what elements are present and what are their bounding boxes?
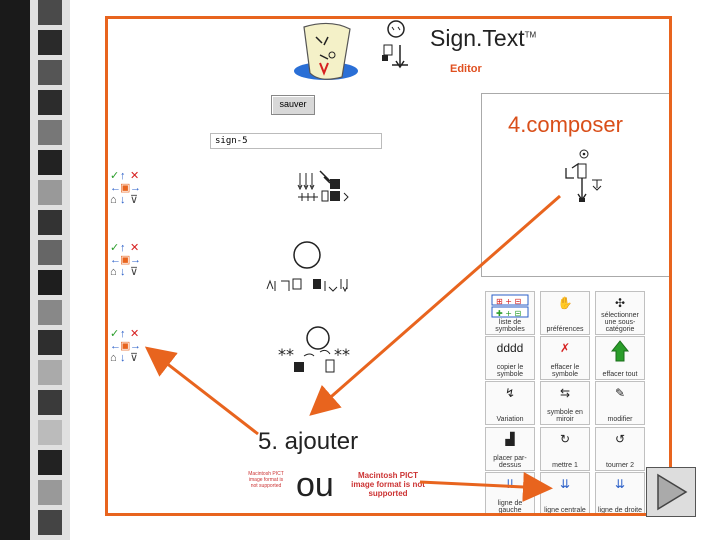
hand-left-icon[interactable]: ⌂ bbox=[110, 266, 117, 278]
tool-rotate-2[interactable]: ↺ tourner 2 bbox=[595, 427, 645, 471]
center-line-icon: ⇊ bbox=[559, 477, 571, 491]
hand-right-icon[interactable]: ⊽ bbox=[130, 352, 139, 364]
symbol-list-icon: ⊞ + ⊟ ✚ + ⊟ bbox=[491, 294, 529, 318]
center-icon[interactable]: ▣ bbox=[120, 254, 131, 266]
subcategory-icon: ✣ bbox=[614, 296, 626, 310]
tool-select-subcategory[interactable]: ✣ sélectionner une sous-catégorie bbox=[595, 291, 645, 335]
arrow-pict-to-center-line bbox=[419, 472, 553, 502]
play-button[interactable] bbox=[646, 467, 696, 517]
cross-icon[interactable]: ✕ bbox=[130, 328, 140, 340]
arrow-up-icon[interactable]: ↑ bbox=[120, 170, 126, 182]
arrow-composer-to-ajouter bbox=[309, 194, 561, 416]
play-triangle-icon bbox=[657, 473, 688, 511]
arrow-up-icon[interactable]: ↑ bbox=[120, 328, 126, 340]
sign-symbol-icon bbox=[382, 20, 408, 69]
tool-mirror-symbol[interactable]: ⇆ symbole en miroir bbox=[540, 381, 590, 425]
arrow-down-icon[interactable]: ↓ bbox=[120, 194, 126, 206]
left-stripe bbox=[0, 0, 70, 540]
variation-icon: ↯ bbox=[504, 386, 516, 400]
erase-symbol-icon: ✗ bbox=[559, 341, 571, 355]
composer-sign-icon[interactable] bbox=[562, 148, 612, 208]
modify-icon: ✎ bbox=[614, 386, 626, 400]
tool-symbol-list[interactable]: ⊞ + ⊟ ✚ + ⊟ liste de symboles bbox=[485, 291, 535, 335]
preferences-icon: ✋ bbox=[557, 296, 573, 310]
erase-all-icon bbox=[610, 340, 630, 362]
save-button[interactable]: sauver bbox=[271, 95, 315, 115]
tool-place-on-top[interactable]: ▟ placer par-dessus bbox=[485, 427, 535, 471]
sign-controls-3[interactable]: ✓ ↑ ✕ ← ▣ → ⌂ ↓ ⊽ bbox=[110, 329, 142, 369]
composer-title: 4.composer bbox=[508, 112, 623, 137]
arrow-right-icon[interactable]: → bbox=[130, 254, 141, 266]
tool-rotate-1[interactable]: ↻ mettre 1 bbox=[540, 427, 590, 471]
check-icon[interactable]: ✓ bbox=[110, 328, 120, 340]
hand-left-icon[interactable]: ⌂ bbox=[110, 352, 117, 364]
center-icon[interactable]: ▣ bbox=[120, 182, 131, 194]
arrow-left-icon[interactable]: ← bbox=[110, 182, 121, 194]
svg-text:✚ + ⊟: ✚ + ⊟ bbox=[496, 309, 521, 318]
sign-symbol-2-icon[interactable] bbox=[263, 241, 363, 303]
rotate-2-icon: ↺ bbox=[614, 432, 626, 446]
tool-variation[interactable]: ↯ Variation bbox=[485, 381, 535, 425]
arrow-left-icon[interactable]: ← bbox=[110, 340, 121, 352]
svg-text:**: ** bbox=[334, 345, 350, 364]
check-icon[interactable]: ✓ bbox=[110, 242, 120, 254]
arrow-ajouter-to-controls bbox=[144, 346, 259, 436]
rotate-1-icon: ↻ bbox=[559, 432, 571, 446]
tool-preferences[interactable]: ✋ préférences bbox=[540, 291, 590, 335]
arrow-left-icon[interactable]: ← bbox=[110, 254, 121, 266]
mirror-icon: ⇆ bbox=[559, 386, 571, 400]
tool-modify[interactable]: ✎ modifier bbox=[595, 381, 645, 425]
sign-name-input[interactable]: sign-5 bbox=[210, 133, 382, 149]
tool-erase-symbol[interactable]: ✗ effacer le symbole bbox=[540, 336, 590, 380]
arrow-down-icon[interactable]: ↓ bbox=[120, 266, 126, 278]
arrow-down-icon[interactable]: ↓ bbox=[120, 352, 126, 364]
composer-panel[interactable]: 4.composer bbox=[481, 93, 669, 277]
tool-erase-all[interactable]: effacer tout bbox=[595, 336, 645, 380]
tool-copy-symbol[interactable]: dddd copier le symbole bbox=[485, 336, 535, 380]
right-line-icon: ⇊ bbox=[614, 477, 626, 491]
app-title: Sign.TextTM bbox=[430, 25, 537, 51]
sign-controls-2[interactable]: ✓ ↑ ✕ ← ▣ → ⌂ ↓ ⊽ bbox=[110, 243, 142, 283]
sign-controls-1[interactable]: ✓ ↑ ✕ ← ▣ → ⌂ ↓ ⊽ bbox=[110, 171, 142, 211]
svg-text:**: ** bbox=[278, 345, 294, 364]
cross-icon[interactable]: ✕ bbox=[130, 242, 140, 254]
arrow-right-icon[interactable]: → bbox=[130, 340, 141, 352]
arrow-right-icon[interactable]: → bbox=[130, 182, 141, 194]
sign-symbol-3-icon[interactable]: ** ** bbox=[276, 326, 360, 376]
pict-notice-big: Macintosh PICT image format is not suppo… bbox=[351, 471, 425, 498]
hand-right-icon[interactable]: ⊽ bbox=[130, 194, 139, 206]
ajouter-label: 5. ajouter bbox=[258, 428, 359, 455]
sign-symbol-1-icon[interactable] bbox=[296, 167, 356, 207]
scroll-logo-icon bbox=[294, 22, 358, 80]
ou-label: ou bbox=[296, 466, 334, 504]
hand-left-icon[interactable]: ⌂ bbox=[110, 194, 117, 206]
arrow-up-icon[interactable]: ↑ bbox=[120, 242, 126, 254]
copy-symbol-icon: dddd bbox=[496, 341, 524, 355]
left-line-icon: ⇊ bbox=[504, 477, 516, 491]
tool-right-line[interactable]: ⇊ ligne de droite bbox=[595, 472, 645, 513]
hand-right-icon[interactable]: ⊽ bbox=[130, 266, 139, 278]
check-icon[interactable]: ✓ bbox=[110, 170, 120, 182]
app-subtitle: Editor bbox=[450, 63, 482, 75]
place-on-top-icon: ▟ bbox=[505, 432, 515, 446]
pict-notice-small: Macintosh PICT image format is not suppo… bbox=[248, 471, 284, 489]
center-icon[interactable]: ▣ bbox=[120, 340, 131, 352]
svg-text:⊞ + ⊟: ⊞ + ⊟ bbox=[496, 297, 521, 306]
cross-icon[interactable]: ✕ bbox=[130, 170, 140, 182]
